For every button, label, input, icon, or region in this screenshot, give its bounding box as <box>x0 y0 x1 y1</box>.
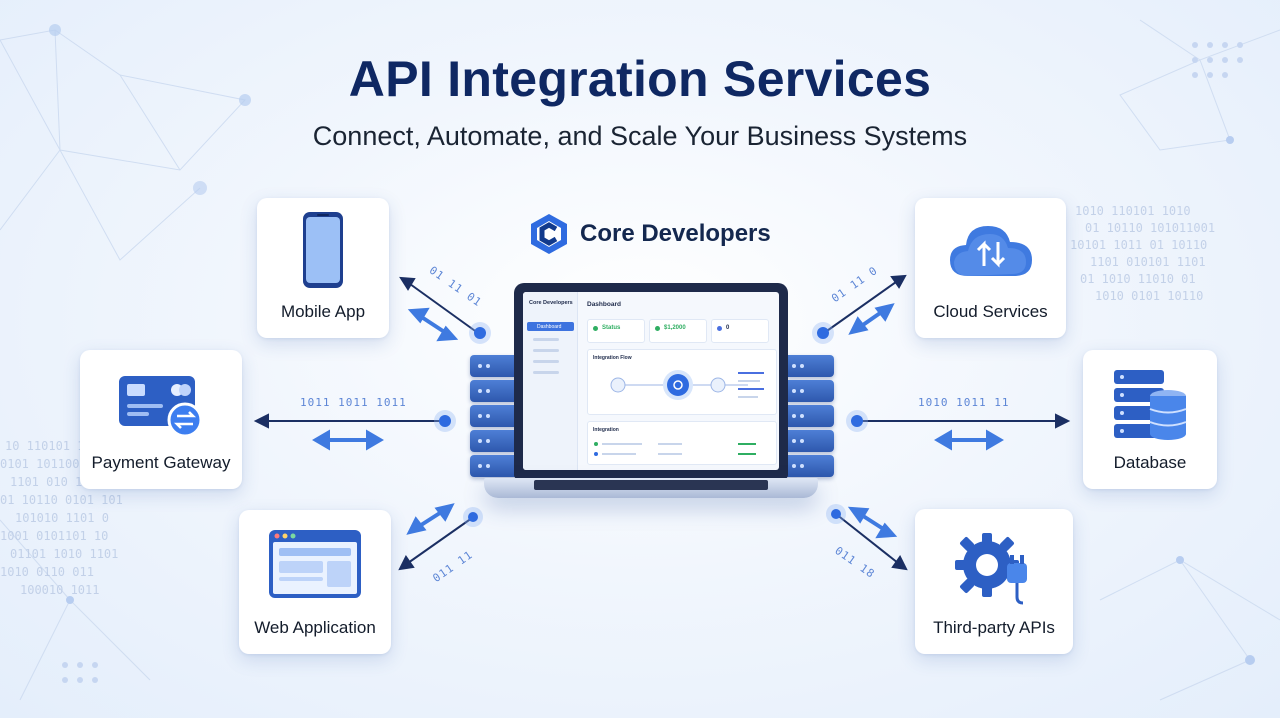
laptop: Core Developers Dashboard Dashboard Stat… <box>470 283 832 513</box>
dashboard-nav-item[interactable] <box>533 349 559 352</box>
svg-text:01 10110 101011001: 01 10110 101011001 <box>1085 221 1215 235</box>
node-payment-gateway[interactable]: Payment Gateway <box>80 350 242 489</box>
svg-text:01 1010 11010 01: 01 1010 11010 01 <box>1080 272 1196 286</box>
node-label: Payment Gateway <box>91 453 231 472</box>
integration-list-title: Integration <box>593 427 619 433</box>
svg-text:10101 1011 01 10110: 10101 1011 01 10110 <box>1070 238 1207 252</box>
dashboard-sidebar: Core Developers Dashboard <box>523 292 578 470</box>
database-icon <box>1114 370 1187 440</box>
data-stream-mid-right: 1010 1011 11 <box>918 396 1010 409</box>
dashboard-nav-active[interactable]: Dashboard <box>527 322 574 331</box>
hexagon-c-logo-icon <box>531 214 567 254</box>
dashboard-nav-item[interactable] <box>533 360 559 363</box>
svg-text:1101 010101 1101: 1101 010101 1101 <box>1090 255 1206 269</box>
svg-text:1001 0101101 10: 1001 0101101 10 <box>0 529 108 543</box>
svg-text:1010 0110 011: 1010 0110 011 <box>0 565 94 579</box>
brand-lockup: Core Developers <box>528 212 788 256</box>
node-label: Database <box>1113 453 1187 472</box>
integration-flow-panel: Integration Flow <box>587 349 777 415</box>
dashboard-brand: Core Developers <box>529 300 573 306</box>
page-subtitle: Connect, Automate, and Scale Your Busine… <box>312 121 968 151</box>
page-title: API Integration Services <box>348 51 932 107</box>
dashboard-nav-item[interactable] <box>533 338 559 341</box>
smartphone-icon <box>303 212 343 288</box>
integration-list-panel: Integration <box>587 421 777 465</box>
node-cloud-services[interactable]: Cloud Services <box>915 198 1066 338</box>
dashboard-stat-revenue: $1,2000 <box>649 319 707 343</box>
browser-window-icon <box>269 530 361 598</box>
node-label: Cloud Services <box>933 302 1048 321</box>
svg-text:1010 110101 1010: 1010 110101 1010 <box>1075 204 1191 218</box>
dashboard-stat-status: Status <box>587 319 645 343</box>
svg-text:100010 1011: 100010 1011 <box>20 583 99 597</box>
integration-list-rows <box>594 442 756 456</box>
arrow-to-third-party <box>835 513 899 564</box>
dashboard-nav-item[interactable] <box>533 371 559 374</box>
svg-text:101010 1101 0: 101010 1101 0 <box>15 511 109 525</box>
node-web-application[interactable]: Web Application <box>239 510 391 654</box>
arrow-to-mobile <box>409 283 479 334</box>
node-label: Mobile App <box>280 302 366 321</box>
arrow-to-cloud <box>823 281 897 334</box>
node-database[interactable]: Database <box>1083 350 1217 489</box>
node-label: Web Application <box>254 618 376 637</box>
cloud-sync-icon <box>949 226 1032 276</box>
node-label: Third-party APIs <box>933 618 1055 637</box>
data-stream-mid-left: 1011 1011 1011 <box>300 396 407 409</box>
node-mobile-app[interactable]: Mobile App <box>257 198 389 338</box>
arrow-to-web <box>407 517 473 564</box>
svg-text:1010 0101 10110: 1010 0101 10110 <box>1095 289 1203 303</box>
integration-flow-title: Integration Flow <box>593 355 632 361</box>
node-third-party-apis[interactable]: Third-party APIs <box>915 509 1073 654</box>
dashboard-heading: Dashboard <box>587 301 621 308</box>
integration-flow-diagram <box>610 370 764 400</box>
dashboard-stat-count: 0 <box>711 319 769 343</box>
dashboard-screen: Core Developers Dashboard Dashboard Stat… <box>523 292 779 470</box>
laptop-keyboard <box>534 480 768 490</box>
gear-plug-icon <box>955 533 1027 605</box>
brand-name: Core Developers <box>580 220 771 247</box>
svg-text:01101 1010 1101: 01101 1010 1101 <box>10 547 118 561</box>
svg-text:01 10110 0101 101: 01 10110 0101 101 <box>0 493 123 507</box>
credit-card-exchange-icon <box>119 376 203 438</box>
